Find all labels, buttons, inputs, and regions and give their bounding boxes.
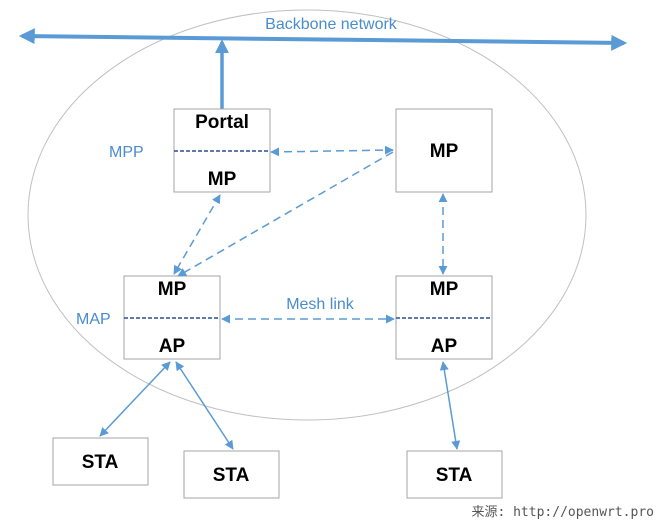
backbone-line bbox=[18, 28, 628, 51]
map-right-mp-label: MP bbox=[430, 279, 459, 300]
link-mp-right-to-map-left bbox=[177, 151, 394, 277]
sta-3-label: STA bbox=[436, 465, 473, 486]
mp-right-label: MP bbox=[430, 141, 459, 162]
link-map-left-to-sta-2 bbox=[175, 361, 234, 450]
link-portal-to-mp-right bbox=[270, 145, 394, 157]
mesh-boundary-ellipse bbox=[27, 9, 587, 421]
link-map-right-to-sta-3 bbox=[439, 361, 461, 450]
mp-right-box bbox=[395, 108, 493, 193]
link-portal-to-map-left bbox=[173, 194, 221, 275]
sta-box-3 bbox=[406, 450, 503, 499]
mpp-label: MPP bbox=[109, 144, 144, 161]
sta-box-1 bbox=[52, 437, 149, 486]
map-right-ap-label: AP bbox=[431, 336, 458, 357]
map-left-mp-label: MP bbox=[158, 279, 187, 300]
backbone-label: Backbone network bbox=[265, 16, 398, 33]
portal-mp-label: MP bbox=[208, 169, 237, 190]
sta-2-label: STA bbox=[213, 465, 250, 486]
map-label: MAP bbox=[76, 311, 111, 328]
sta-box-2 bbox=[183, 450, 280, 499]
source-note: 来源: http://openwrt.pro bbox=[471, 505, 654, 520]
sta-1-label: STA bbox=[82, 452, 119, 473]
portal-label: Portal bbox=[195, 112, 249, 133]
mesh-link-label: Mesh link bbox=[286, 296, 355, 313]
link-map-left-to-sta-1 bbox=[99, 361, 171, 437]
map-left-ap-label: AP bbox=[159, 336, 186, 357]
